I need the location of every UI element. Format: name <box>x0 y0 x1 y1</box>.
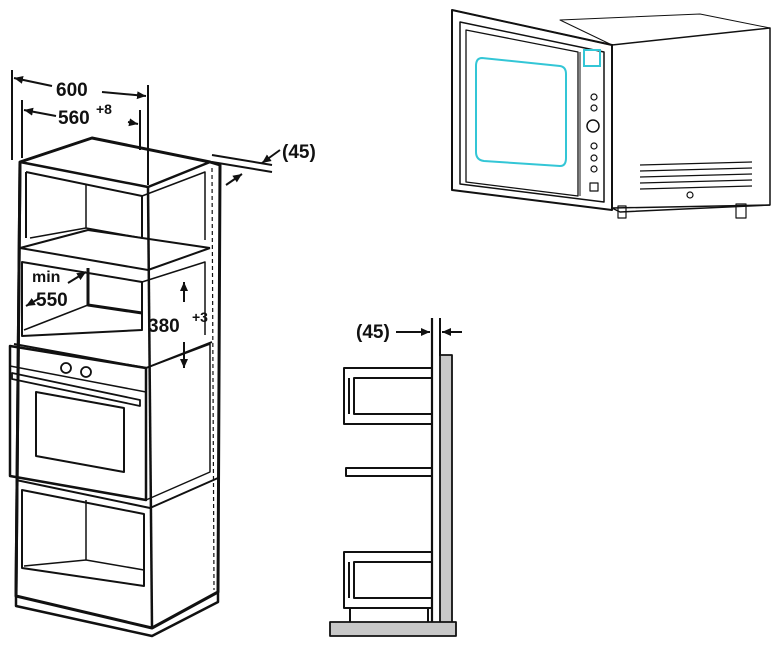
niche-width-tolerance: +8 <box>96 101 112 117</box>
microwave-illustration <box>451 9 771 219</box>
side-gap-dimension <box>396 318 462 356</box>
width-dimensions <box>11 70 149 185</box>
niche-width-label: 560 <box>58 108 90 129</box>
total-width-label: 600 <box>56 80 88 101</box>
min-label: min <box>32 269 60 286</box>
rear-gap-label: (45) <box>282 142 316 163</box>
side-section <box>329 318 457 637</box>
microwave-window <box>475 56 567 168</box>
microwave-display <box>583 49 601 67</box>
niche-height-label: 380 <box>148 316 180 337</box>
side-gap-label: (45) <box>356 322 390 343</box>
min-depth-arrows <box>25 271 87 307</box>
min-depth-label: 550 <box>36 290 68 311</box>
niche-height-tolerance: +3 <box>192 309 208 325</box>
tall-cabinet <box>8 136 222 638</box>
rear-gap-dimension <box>211 149 281 186</box>
